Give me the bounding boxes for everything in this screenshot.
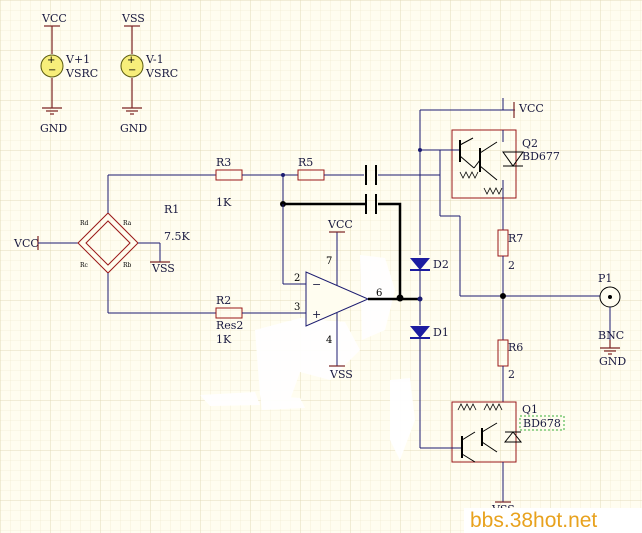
d1-ref: D1 (433, 326, 449, 339)
r2-part: Res2 (216, 319, 243, 332)
r6-value: 2 (508, 368, 515, 381)
opamp-pin-7: 7 (326, 256, 332, 267)
opamp-pin-2: 2 (294, 273, 300, 284)
opamp-pin-3: 3 (294, 302, 300, 313)
r7-ref: R7 (508, 232, 523, 245)
source-2-type: VSRC (145, 67, 178, 80)
r7-value: 2 (508, 259, 515, 272)
bridge-pin-ra: Ra (123, 220, 132, 227)
bridge-input-label: VCC (13, 237, 39, 250)
q1-selection-box (519, 415, 565, 431)
q2-ref: Q2 (522, 137, 538, 150)
svg-text:−: − (48, 65, 56, 76)
watermark: bbs.38hot.net (464, 508, 642, 533)
opamp-pin-4: 4 (326, 335, 332, 346)
q1-ref: Q1 (522, 403, 538, 416)
source-2-rail-label: VSS (121, 12, 145, 25)
source-2-ground-label: GND (120, 122, 147, 135)
watermark-text: bbs.38hot.net (470, 509, 597, 532)
bridge-ref: R1 (164, 203, 179, 216)
r2-ref: R2 (216, 294, 231, 307)
source-1-name: V+1 (65, 53, 90, 66)
background-smudges (200, 255, 415, 460)
bridge-r1: VCC Rd Ra Rc Rb R1 7.5K VSS (13, 174, 216, 314)
bridge-pin-rc: Rc (80, 262, 89, 269)
connector-p1: P1 BNC GND (598, 272, 626, 368)
bridge-value: 7.5K (164, 230, 190, 243)
opamp: − + 2 3 6 7 4 VCC VSS (294, 218, 382, 381)
opamp-pin-6: 6 (376, 288, 382, 299)
transistor-q2: Q2 BD677 (418, 129, 560, 230)
bridge-pin-rd: Rd (80, 220, 89, 227)
opamp-noninv-sign: + (312, 308, 321, 321)
d2-ref: D2 (433, 258, 449, 271)
r5-ref: R5 (298, 156, 313, 169)
source-vcc: VCC + − V+1 VSRC GND (40, 12, 98, 135)
q1-part: BD678 (523, 417, 561, 430)
p1-ref: P1 (598, 272, 612, 285)
opamp-supply-bottom: VSS (329, 368, 353, 381)
source-1-ground-label: GND (40, 122, 67, 135)
opamp-supply-top: VCC (327, 218, 353, 231)
source-vss: VSS + − V-1 VSRC GND (120, 12, 178, 135)
source-1-type: VSRC (65, 67, 98, 80)
opamp-inv-sign: − (312, 278, 321, 291)
r3-ref: R3 (216, 156, 231, 169)
voltage-source-icon (40, 54, 64, 78)
svg-text:−: − (128, 65, 136, 76)
r3-value: 1K (216, 196, 232, 209)
q2-supply-label: VCC (518, 102, 544, 115)
bridge-supply-label: VSS (151, 262, 175, 275)
capacitor-upper (365, 165, 377, 185)
q2-part: BD677 (522, 150, 560, 163)
svg-text:+: + (47, 55, 55, 66)
resistor-r3: R3 1K (215, 156, 243, 209)
diode-d1: D1 (410, 326, 449, 339)
capacitor-lower (365, 194, 377, 214)
source-1-rail-label: VCC (41, 12, 67, 25)
resistor-r2: R2 Res2 1K (215, 294, 243, 346)
svg-text:+: + (127, 55, 135, 66)
bridge-pin-rb: Rb (123, 262, 132, 269)
r6-ref: R6 (508, 341, 523, 354)
voltage-source-icon (120, 54, 144, 78)
p1-type: BNC (598, 329, 624, 342)
p1-ground-label: GND (599, 355, 626, 368)
r2-value: 1K (216, 333, 232, 346)
source-2-name: V-1 (145, 53, 164, 66)
